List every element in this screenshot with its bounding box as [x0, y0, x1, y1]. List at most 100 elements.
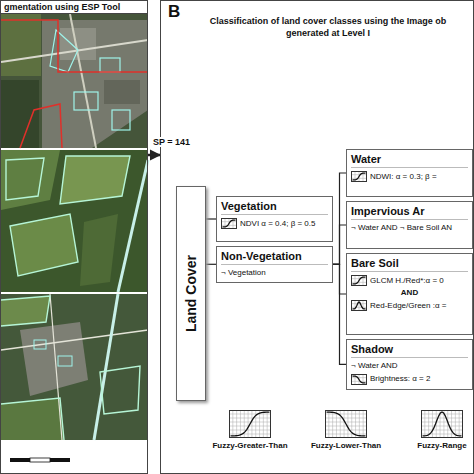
village: [20, 322, 88, 396]
icon-grid: [326, 426, 366, 427]
segment-outline: [6, 158, 44, 200]
membership-curve: [353, 376, 366, 383]
panel-heading: gmentation using ESP Tool: [4, 2, 120, 12]
icon-grid: [355, 411, 356, 437]
panel-b: B Classification of land cover classes us…: [160, 0, 474, 474]
class-box: Bare SoilGLCM H./Red*:α = 0ANDRed-Edge/G…: [346, 253, 473, 335]
icon-grid: [352, 282, 366, 283]
legend-item: Fuzzy-Greater-Than: [212, 410, 287, 450]
fuzzy-function-icon: [351, 374, 367, 385]
segment-outline: [50, 30, 78, 72]
class-title: Water: [351, 153, 381, 165]
image-ground: [1, 150, 148, 292]
icon-grid: [230, 414, 270, 415]
icon-grid: [422, 418, 462, 419]
fuzzy-function-icon: [421, 410, 463, 438]
text-row: Water: [351, 153, 468, 168]
field: [1, 150, 60, 210]
icon-frame: [222, 219, 237, 229]
icon-grid: [352, 303, 366, 304]
icon-grid: [259, 411, 260, 437]
text-row: Shadow: [351, 343, 468, 358]
icon-grid: [352, 278, 366, 279]
road: [118, 160, 148, 292]
icon-grid: [332, 411, 333, 437]
membership-curve: [353, 277, 366, 284]
image-ground: [1, 294, 148, 440]
icon-grid: [352, 377, 366, 378]
text-row: GLCM H./Red*:α = 0: [351, 275, 468, 286]
membership-curve: [223, 220, 236, 227]
class-title: Land Cover: [183, 255, 199, 332]
icon-grid: [230, 430, 270, 431]
rule-text: Red-Edge/Green :α =: [370, 301, 446, 311]
membership-curve: [353, 173, 366, 180]
field: [80, 214, 118, 286]
segment-boundary: [1, 20, 148, 72]
icon-frame: [352, 276, 367, 286]
icon-grid: [328, 411, 329, 437]
segment-outline: [100, 58, 120, 72]
segment-outline: [34, 340, 46, 349]
legend-item: Fuzzy-Lower-Than: [311, 410, 381, 450]
text-row: Bare Soil: [351, 257, 468, 272]
icon-grid: [326, 434, 366, 435]
icon-grid: [352, 307, 366, 308]
rule-text: ¬ Water AND ¬ Bare Soil AN: [351, 223, 452, 233]
fuzzy-function-icon: [229, 410, 271, 438]
icon-grid: [248, 411, 249, 437]
building-block: [104, 80, 140, 104]
fuzzy-function-icon: [221, 218, 237, 229]
class-title: Bare Soil: [351, 257, 399, 269]
field: [10, 214, 78, 276]
icon-grid: [424, 411, 425, 437]
rule-text: ¬ Vegetation: [221, 268, 266, 278]
icon-grid: [422, 430, 462, 431]
text-row: Non-Vegetation: [221, 250, 328, 265]
text-row: NDVI α = 0.4; β = 0.5: [221, 218, 328, 229]
icon-grid: [230, 426, 270, 427]
membership-curve: [353, 302, 366, 309]
segment-outline: [1, 398, 64, 440]
fuzzy-function-icon: [325, 410, 367, 438]
icon-grid: [347, 411, 348, 437]
class-box: Shadow¬ Water ANDBrightness: α = 2: [346, 339, 473, 390]
legend-text: Fuzzy-Range: [417, 441, 466, 450]
icon-grid: [326, 414, 366, 415]
field: [1, 296, 50, 326]
segment-outline: [112, 110, 130, 130]
text-row: Brightness: α = 2: [351, 374, 468, 385]
icon-grid: [359, 411, 360, 437]
icon-grid: [326, 430, 366, 431]
icon-grid: [455, 411, 456, 437]
text-row: ¬ Water AND ¬ Bare Soil AN: [351, 223, 468, 233]
icon-grid: [263, 411, 264, 437]
text-row: ¬ Vegetation: [221, 268, 328, 278]
panel-letter: B: [168, 2, 180, 21]
field: [60, 156, 130, 204]
connector-line: [333, 225, 346, 264]
rule-text: GLCM H./Red*:α = 0: [370, 276, 444, 286]
class-title: Vegetation: [221, 200, 277, 212]
icon-grid: [232, 411, 233, 437]
icon-frame: [230, 411, 271, 438]
segment-outline: [60, 156, 130, 204]
class-box: VegetationNDVI α = 0.4; β = 0.5: [216, 196, 333, 242]
connector-line: [333, 264, 346, 364]
icon-grid: [422, 414, 462, 415]
root-class-box: Land Cover: [176, 186, 206, 401]
icon-grid: [240, 411, 241, 437]
scale-bar: [10, 458, 30, 462]
scale-bar: [30, 458, 50, 462]
icon-frame: [352, 374, 367, 384]
text-row: Vegetation: [221, 200, 328, 215]
segment-outline: [1, 296, 50, 326]
road: [1, 330, 148, 350]
text-row: Classification of land cover classes usi…: [197, 15, 459, 39]
icon-grid: [267, 411, 268, 437]
class-box: Non-Vegetation ¬ Vegetation: [216, 246, 333, 283]
text-row: Red-Edge/Green :α =: [351, 300, 468, 311]
icon-grid: [422, 426, 462, 427]
text-row: Impervious Ar: [351, 205, 468, 220]
road: [94, 294, 118, 440]
